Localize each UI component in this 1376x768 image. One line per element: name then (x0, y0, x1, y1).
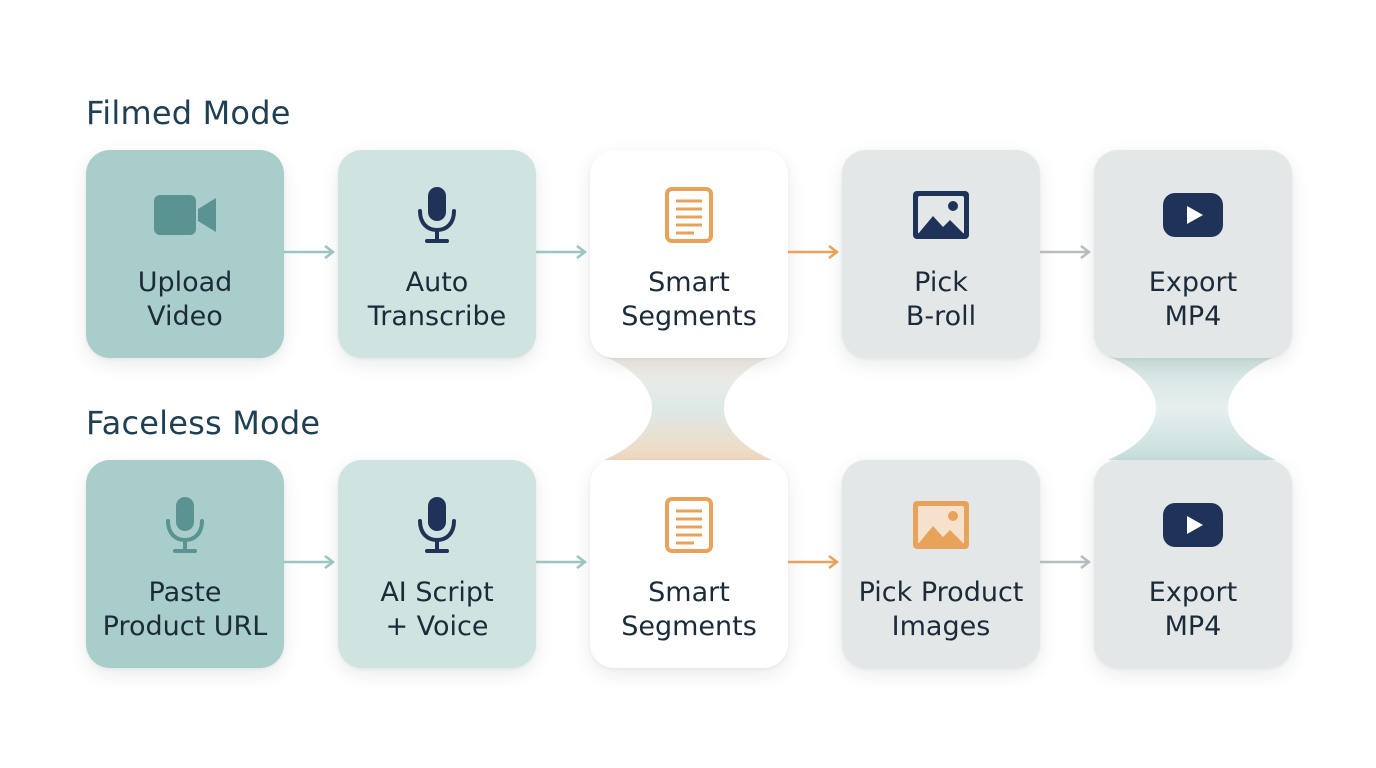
video-camera-icon (150, 180, 220, 250)
step-label: AI Script + Voice (380, 577, 494, 642)
arrow-icon (788, 245, 840, 259)
microphone-icon (402, 180, 472, 250)
step-label: Export MP4 (1148, 577, 1238, 642)
image-icon (906, 180, 976, 250)
filmed-step-pick-broll: Pick B-roll (842, 150, 1040, 358)
step-label: Pick B-roll (905, 267, 977, 332)
step-label: Smart Segments (621, 267, 757, 332)
microphone-icon (150, 490, 220, 560)
step-label: Export MP4 (1148, 267, 1238, 332)
export-connector (1108, 356, 1276, 460)
step-label: Smart Segments (621, 577, 757, 642)
filmed-step-auto-transcribe: Auto Transcribe (338, 150, 536, 358)
faceless-step-paste-product-url: Paste Product URL (86, 460, 284, 668)
step-label: Upload Video (137, 267, 233, 332)
faceless-step-export-mp4: Export MP4 (1094, 460, 1292, 668)
filmed-mode-title: Filmed Mode (86, 94, 291, 132)
arrow-icon (284, 245, 336, 259)
image-icon (906, 490, 976, 560)
step-label: Paste Product URL (102, 577, 268, 642)
faceless-step-pick-product-images: Pick Product Images (842, 460, 1040, 668)
play-button-icon (1158, 180, 1228, 250)
faceless-mode-title: Faceless Mode (86, 404, 321, 442)
faceless-step-smart-segments: Smart Segments (590, 460, 788, 668)
arrow-icon (536, 555, 588, 569)
step-label: Pick Product Images (858, 577, 1024, 642)
step-label: Auto Transcribe (367, 267, 507, 332)
faceless-step-ai-script-voice: AI Script + Voice (338, 460, 536, 668)
microphone-icon (402, 490, 472, 560)
arrow-icon (284, 555, 336, 569)
document-icon (654, 180, 724, 250)
arrow-icon (1040, 555, 1092, 569)
filmed-step-smart-segments: Smart Segments (590, 150, 788, 358)
arrow-icon (1040, 245, 1092, 259)
filmed-step-upload-video: Upload Video (86, 150, 284, 358)
document-icon (654, 490, 724, 560)
arrow-icon (536, 245, 588, 259)
segments-connector (604, 356, 772, 460)
arrow-icon (788, 555, 840, 569)
play-button-icon (1158, 490, 1228, 560)
filmed-step-export-mp4: Export MP4 (1094, 150, 1292, 358)
